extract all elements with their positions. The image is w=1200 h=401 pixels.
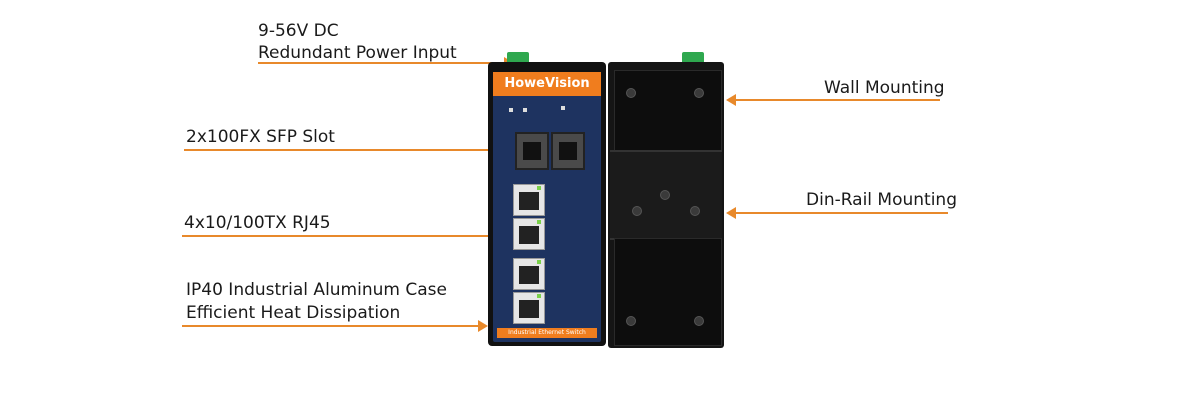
rj45-arrow: [182, 230, 514, 242]
screw-icon: [690, 206, 700, 216]
screw-icon: [632, 206, 642, 216]
rj45-port-1: [513, 184, 545, 216]
wall-label: Wall Mounting: [824, 78, 945, 98]
power-arrow: [258, 57, 514, 69]
sfp-port-2: [551, 132, 585, 170]
sfp-port-1: [515, 132, 549, 170]
sfp-label: 2x100FX SFP Slot: [186, 127, 335, 147]
port-led-icon: [537, 186, 541, 190]
power-label-line2: Redundant Power Input: [258, 43, 457, 63]
pwr-led-icon: [509, 108, 513, 112]
case-arrow: [182, 320, 488, 332]
screw-icon: [626, 316, 636, 326]
screw-icon: [694, 316, 704, 326]
screw-icon: [694, 88, 704, 98]
product-strip: Industrial Ethernet Switch: [497, 328, 597, 338]
lower-mount-plate: [614, 238, 722, 346]
link-led-icon: [561, 106, 565, 110]
port-led-icon: [537, 220, 541, 224]
front-power-terminal: [507, 52, 529, 64]
sfp-arrow: [184, 144, 518, 156]
port-led-icon: [537, 294, 541, 298]
screw-icon: [626, 88, 636, 98]
din-arrow: [726, 207, 948, 219]
screw-icon: [660, 190, 670, 200]
wall-arrow: [726, 94, 940, 106]
switch-front-panel: HoweVision Industrial Ethernet Switch: [493, 72, 601, 342]
link-led-icon: [523, 108, 527, 112]
power-label-line1: 9-56V DC: [258, 21, 339, 41]
rj45-label: 4x10/100TX RJ45: [184, 213, 331, 233]
side-power-terminal: [682, 52, 704, 64]
wall-mount-plate: [614, 70, 722, 152]
case-label-line2: Efficient Heat Dissipation: [186, 303, 401, 323]
brand-logo: HoweVision: [493, 72, 601, 96]
din-label: Din-Rail Mounting: [806, 190, 957, 210]
port-led-icon: [537, 260, 541, 264]
case-label-line1: IP40 Industrial Aluminum Case: [186, 280, 447, 300]
